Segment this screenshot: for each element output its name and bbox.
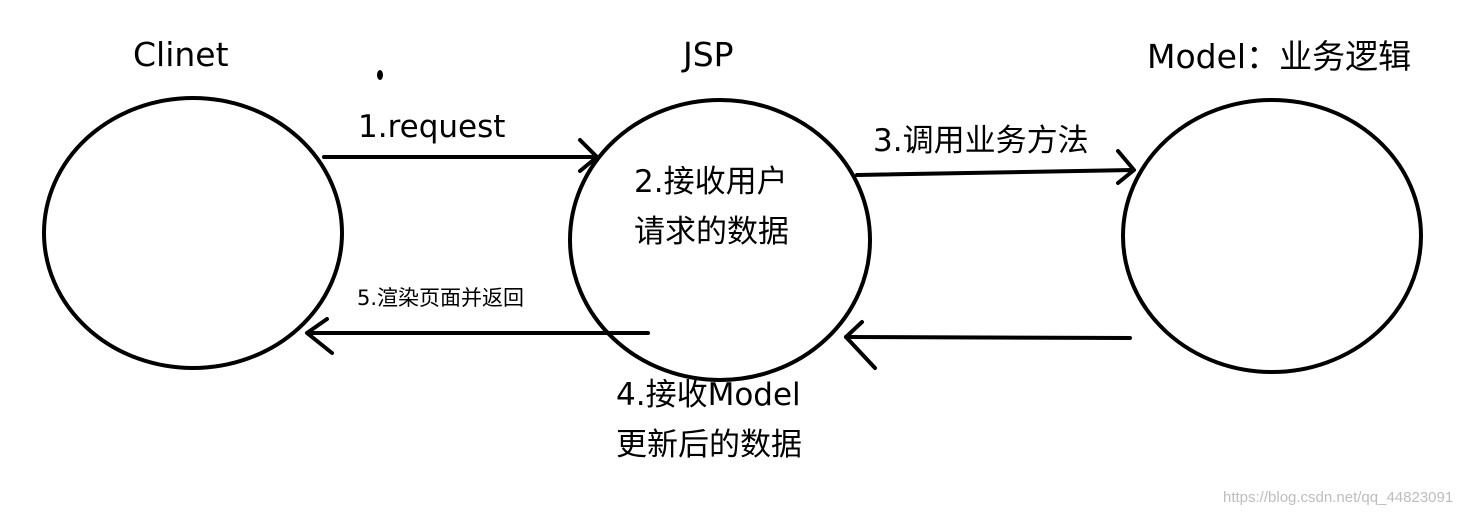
model-node-circle (1121, 98, 1423, 374)
request-edge-label: 1.request (358, 109, 506, 145)
render-edge-label: 5.渲染页面并返回 (357, 286, 525, 310)
receive-arrow (844, 320, 1132, 370)
jsp-node-circle (568, 98, 872, 382)
render-arrow (305, 317, 650, 355)
client-node-circle (42, 96, 344, 370)
call-arrow (855, 149, 1136, 185)
receive-edge-label-line-2: 更新后的数据 (616, 427, 802, 463)
stray-dot (377, 70, 383, 80)
jsp-node-body-line-1: 2.接收用户 (634, 164, 788, 200)
jsp-node-body-line-2: 请求的数据 (634, 214, 789, 250)
model-node-title: Model：业务逻辑 (1147, 37, 1412, 76)
receive-edge-label: 4.接收Model 更新后的数据 (616, 370, 802, 470)
watermark-text: https://blog.csdn.net/qq_44823091 (1223, 489, 1454, 506)
call-edge-label: 3.调用业务方法 (873, 123, 1089, 159)
jsp-node-body: 2.接收用户 请求的数据 (634, 157, 789, 257)
request-arrow (322, 138, 599, 173)
client-node-title: Clinet (133, 35, 229, 74)
receive-edge-label-line-1: 4.接收Model (616, 377, 801, 413)
jsp-node-title: JSP (683, 35, 734, 74)
